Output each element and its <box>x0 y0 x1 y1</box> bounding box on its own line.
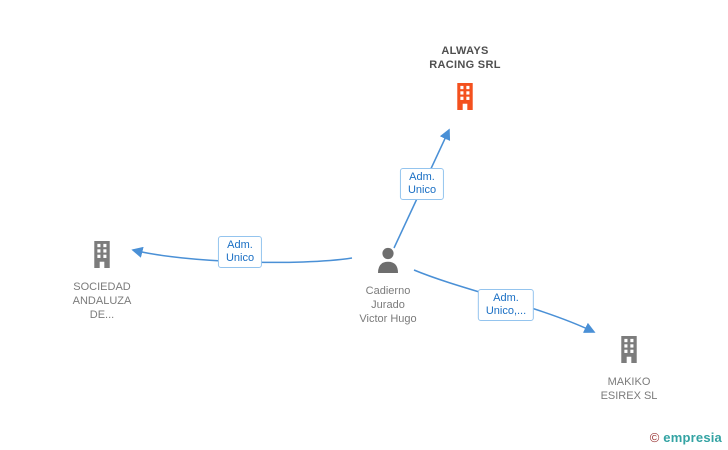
company-name[interactable]: SOCIEDAD ANDALUZA DE... <box>73 280 132 322</box>
edge-label-line: Adm. <box>227 239 253 251</box>
person-name-line: Jurado <box>371 299 405 311</box>
person-name[interactable]: Cadierno Jurado Victor Hugo <box>359 284 416 326</box>
building-icon[interactable] <box>453 83 477 115</box>
person-icon[interactable] <box>376 247 400 278</box>
company-name[interactable]: MAKIKO ESIREX SL <box>601 375 658 403</box>
edge-label-line: Unico,... <box>485 305 527 317</box>
person-name-line: Victor Hugo <box>359 313 417 325</box>
copyright-symbol: © <box>649 430 660 445</box>
company-name-line: MAKIKO <box>607 376 651 388</box>
person-name-line: Cadierno <box>365 285 411 297</box>
edge-label-line: Adm. <box>493 292 519 304</box>
brand-name: empresia <box>663 430 722 445</box>
company-name[interactable]: ALWAYS RACING SRL <box>429 44 500 72</box>
company-name-line: DE... <box>89 309 115 321</box>
building-icon[interactable] <box>90 241 114 273</box>
node-always-racing[interactable]: ALWAYS RACING SRL <box>405 44 525 115</box>
empresia-logo[interactable]: © empresia <box>650 430 722 445</box>
node-person-cadierno[interactable]: Cadierno Jurado Victor Hugo <box>333 247 443 326</box>
company-name-line: SOCIEDAD <box>73 281 131 293</box>
edge-label-line: Unico <box>225 252 255 264</box>
edge-label-adm-unico-sociedad[interactable]: Adm. Unico <box>217 236 263 268</box>
node-makiko-esirex[interactable]: MAKIKO ESIREX SL <box>574 336 684 403</box>
company-name-line: ESIREX SL <box>600 390 658 402</box>
node-sociedad-andaluza[interactable]: SOCIEDAD ANDALUZA DE... <box>47 241 157 322</box>
edge-label-adm-unico-makiko[interactable]: Adm. Unico,... <box>477 289 535 321</box>
edge-label-line: Unico <box>407 184 437 196</box>
building-icon[interactable] <box>617 336 641 368</box>
company-name-line: ALWAYS <box>441 45 489 57</box>
company-name-line: RACING SRL <box>429 59 501 71</box>
edge-label-line: Adm. <box>409 171 435 183</box>
company-name-line: ANDALUZA <box>72 295 132 307</box>
edge-label-adm-unico-always[interactable]: Adm. Unico <box>399 168 445 200</box>
